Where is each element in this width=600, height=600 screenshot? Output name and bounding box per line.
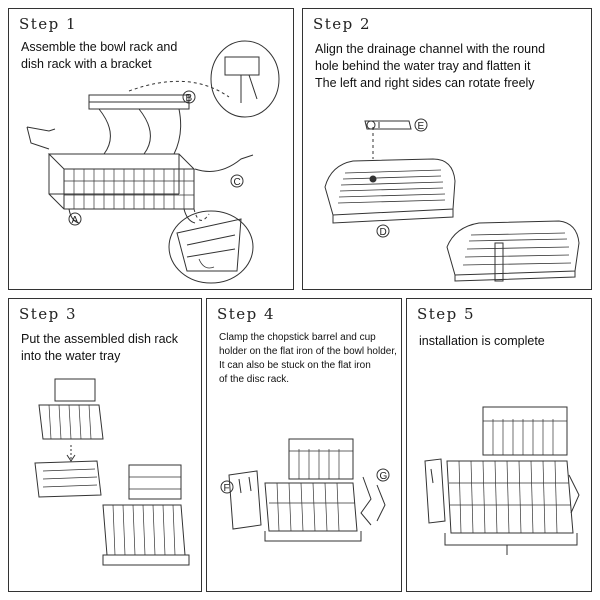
step-2-description: Align the drainage channel with the roun… [315, 41, 590, 92]
step-3-title: Step 3 [19, 305, 78, 323]
step-1-illustration: A B C [26, 40, 280, 284]
step-3-description: Put the assembled dish rack into the wat… [21, 331, 201, 365]
step-1-description: Assemble the bowl rack and dish rack wit… [21, 39, 291, 73]
step-4-line-2: holder on the flat iron of the bowl hold… [219, 346, 397, 357]
part-label-c: C [234, 177, 241, 188]
step-2-illustration: E D [324, 118, 580, 282]
part-label-a: A [72, 215, 79, 226]
step-1-line-2: dish rack with a bracket [21, 57, 152, 71]
step-4-line-4: of the disc rack. [219, 374, 290, 385]
step-4-line-1: Clamp the chopstick barrel and cup [219, 332, 376, 343]
step-2-panel: Step 2 Align the drainage channel with t… [302, 8, 592, 290]
step-4-illustration: F G [220, 438, 390, 542]
step-1-title: Step 1 [19, 15, 78, 33]
step-3-panel: Step 3 Put the assembled dish rack into … [8, 298, 202, 592]
step-1-panel: Step 1 Assemble the bowl rack and dish r… [8, 8, 294, 290]
part-label-e: E [418, 121, 425, 132]
part-label-d: D [380, 227, 387, 238]
part-label-b: B [186, 93, 193, 104]
step-5-illustration [424, 406, 580, 555]
step-4-description: Clamp the chopstick barrel and cup holde… [219, 331, 401, 387]
step-4-panel: Step 4 Clamp the chopstick barrel and cu… [206, 298, 402, 592]
step-2-title: Step 2 [313, 15, 372, 33]
step-3-line-2: into the water tray [21, 349, 121, 363]
step-5-line-1: installation is complete [419, 334, 545, 348]
step-2-line-1: Align the drainage channel with the roun… [315, 42, 546, 56]
step-2-line-3: The left and right sides can rotate free… [315, 76, 535, 90]
part-label-f: F [224, 483, 230, 494]
step-5-panel: Step 5 installation is complete [406, 298, 592, 592]
step-3-illustration [34, 378, 190, 566]
step-2-line-2: hole behind the water tray and flatten i… [315, 59, 531, 73]
step-1-line-1: Assemble the bowl rack and [21, 40, 178, 54]
step-3-line-1: Put the assembled dish rack [21, 332, 179, 346]
step-4-line-3: It can also be stuck on the flat iron [219, 360, 371, 371]
step-5-description: installation is complete [419, 333, 589, 350]
step-4-title: Step 4 [217, 305, 276, 323]
step-5-title: Step 5 [417, 305, 476, 323]
part-label-g: G [380, 471, 388, 482]
